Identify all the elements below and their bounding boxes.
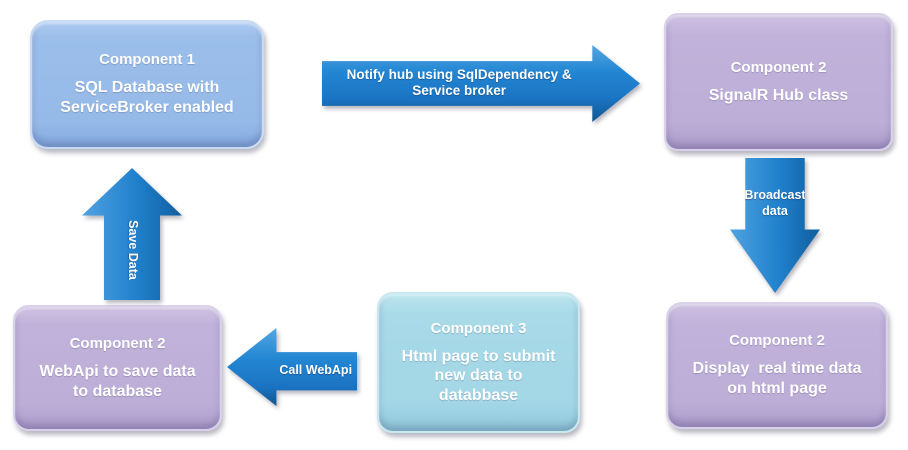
arrow-label: Save Data (125, 219, 140, 280)
box-title: Component 1 (99, 51, 195, 69)
left-arrow-icon: Call WebApi (227, 328, 357, 406)
arrow-call-webapi: Call WebApi (227, 328, 357, 406)
box-component2-webapi: Component 2 WebApi to save data to datab… (13, 305, 222, 431)
box-body: SignalR Hub class (708, 86, 849, 104)
box-component2-signalr-hub: Component 2 SignalR Hub class (664, 13, 893, 151)
box-title: Component 2 (729, 332, 825, 350)
box-body: SQL Database with ServiceBroker enabled (60, 79, 234, 116)
arrow-save-data: Save Data (82, 168, 182, 300)
box-component2-display-realtime: Component 2 Display real time data on ht… (666, 302, 888, 429)
arrow-notify-hub: Notify hub using SqlDependency & Service… (322, 45, 640, 122)
box-title: Component 3 (430, 319, 527, 337)
right-arrow-icon: Notify hub using SqlDependency & Service… (322, 45, 640, 122)
box-body: WebApi to save data to database (39, 362, 196, 400)
box-body: Html page to submit new data to databbas… (401, 347, 556, 404)
box-component3-html-page: Component 3 Html page to submit new data… (377, 292, 580, 433)
arrow-label: Broadcast data (744, 188, 806, 218)
arrow-label: Notify hub using SqlDependency & Service… (346, 66, 572, 99)
box-title: Component 2 (730, 58, 827, 76)
down-arrow-icon: Broadcast data (730, 158, 820, 293)
up-arrow-icon: Save Data (82, 168, 182, 300)
box-title: Component 2 (69, 334, 166, 352)
box-body: Display real time data on html page (692, 360, 862, 397)
arrow-label: Call WebApi (279, 363, 353, 378)
box-component1-sql-database: Component 1 SQL Database with ServiceBro… (30, 20, 264, 149)
arrow-broadcast-data: Broadcast data (730, 158, 820, 293)
